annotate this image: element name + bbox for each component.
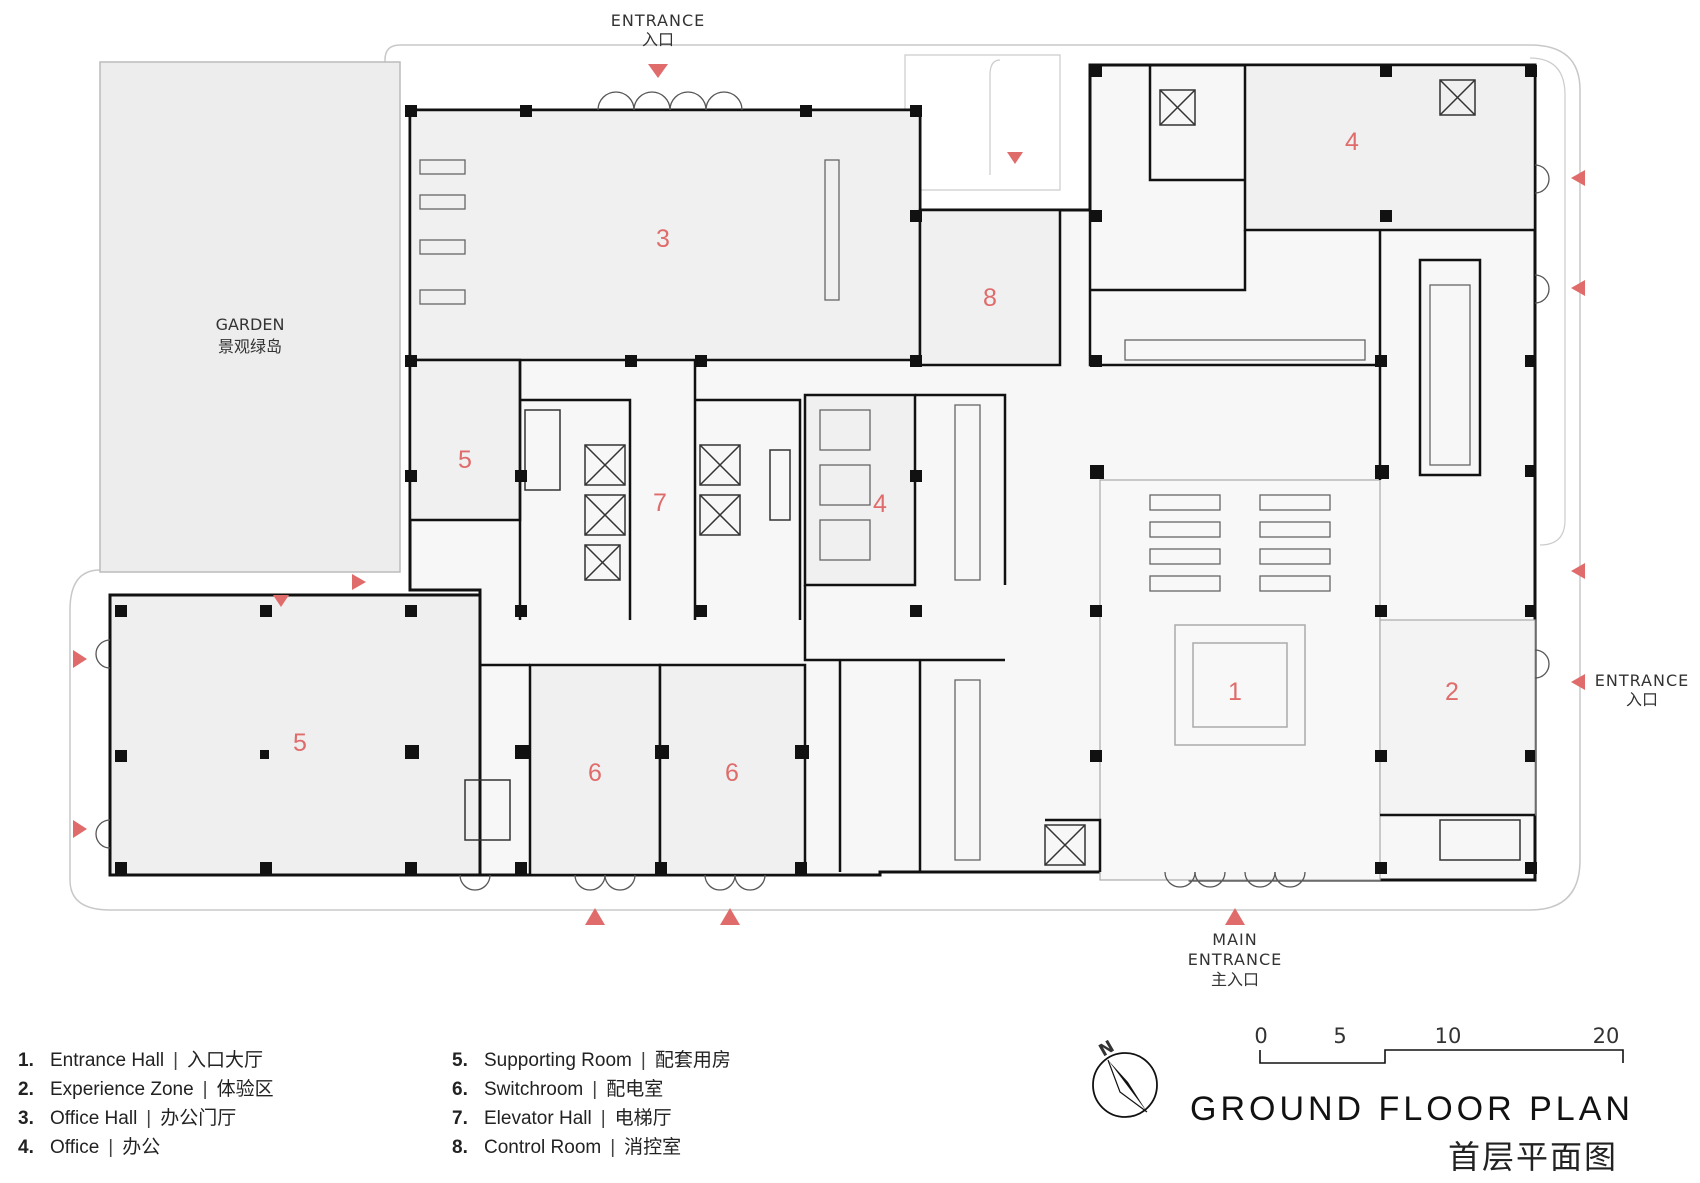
main-entrance-label-2: ENTRANCE — [1188, 950, 1283, 969]
room-number: 1 — [1228, 678, 1242, 706]
scale-tick: 10 — [1435, 1024, 1462, 1048]
room-6-west — [528, 663, 662, 877]
room-8 — [918, 208, 1062, 367]
legend-item: 7.Elevator Hall|电梯厅 — [452, 1108, 672, 1129]
north-label: N — [1096, 1037, 1118, 1061]
main-entrance-label-1: MAIN — [1212, 930, 1257, 949]
entrance-right-label: ENTRANCE — [1595, 671, 1690, 690]
room-4-northeast — [1243, 63, 1537, 232]
room-number: 6 — [725, 759, 739, 787]
main-entrance-label-cn: 主入口 — [1211, 970, 1259, 989]
legend-item: 6.Switchroom|配电室 — [452, 1079, 664, 1100]
room-number: 8 — [983, 284, 997, 312]
garden-area — [99, 61, 401, 573]
room-number: 3 — [656, 225, 670, 253]
hall-zone — [1099, 479, 1381, 881]
room-number: 7 — [653, 489, 667, 517]
legend-item: 4.Office|办公 — [18, 1137, 161, 1158]
legend-item: 5.Supporting Room|配套用房 — [452, 1050, 731, 1071]
legend-item: 1.Entrance Hall|入口大厅 — [18, 1050, 264, 1071]
plan-title: GROUND FLOOR PLAN — [1190, 1090, 1634, 1128]
room-number: 2 — [1445, 678, 1459, 706]
experience-zone — [1379, 619, 1536, 816]
north-arrow-icon: N — [1092, 1037, 1158, 1118]
entrance-top-label-cn: 入口 — [642, 30, 674, 49]
legend-item: 3.Office Hall|办公门厅 — [18, 1108, 237, 1129]
room-number: 4 — [1345, 128, 1359, 156]
scale-bar: 0 5 10 20 — [1254, 1024, 1624, 1064]
arrow-north-entrance — [648, 64, 668, 78]
legend-item: 2.Experience Zone|体验区 — [18, 1079, 274, 1100]
entrance-markers — [73, 64, 1585, 925]
scale-tick: 20 — [1593, 1024, 1620, 1048]
legend-right: 5.Supporting Room|配套用房 6.Switchroom|配电室 … — [452, 1046, 731, 1162]
room-number: 5 — [293, 729, 307, 757]
room-number: 6 — [588, 759, 602, 787]
legend-item: 8.Control Room|消控室 — [452, 1137, 682, 1158]
columns — [115, 65, 1537, 874]
room-3 — [408, 108, 922, 362]
garden-label: GARDEN — [216, 315, 285, 334]
room-6-east — [658, 663, 807, 877]
entrance-top-label: ENTRANCE — [611, 11, 706, 30]
room-number: 4 — [873, 490, 887, 518]
legend-left: 1.Entrance Hall|入口大厅 2.Experience Zone|体… — [18, 1046, 274, 1162]
scale-tick: 5 — [1333, 1024, 1346, 1048]
entrance-right-label-cn: 入口 — [1626, 690, 1658, 709]
room-4-center — [803, 393, 917, 587]
garden-label-cn: 景观绿岛 — [218, 337, 282, 356]
plan-title-cn: 首层平面图 — [1448, 1138, 1619, 1176]
room-number: 5 — [458, 446, 472, 474]
room-5-north — [408, 358, 522, 522]
scale-tick: 0 — [1254, 1024, 1267, 1048]
room-5-south — [108, 593, 482, 877]
